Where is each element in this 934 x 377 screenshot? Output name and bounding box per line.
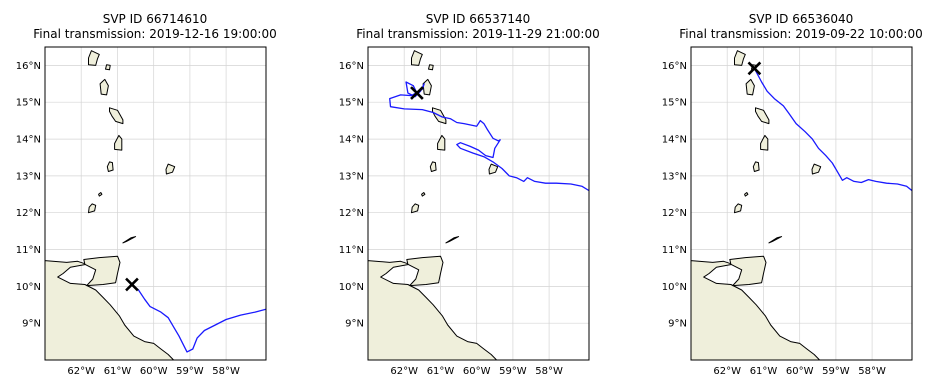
lat-tick-label: 9°N — [668, 319, 687, 330]
land-tobago — [768, 236, 783, 244]
land-marie-galante — [428, 64, 434, 71]
final-position-marker — [747, 61, 762, 76]
land-grenada — [734, 203, 743, 214]
lat-tick-label: 11°N — [16, 245, 41, 256]
lon-tick-label: 59°W — [176, 366, 204, 377]
lat-tick-label: 13°N — [339, 171, 364, 182]
panel-subtitle: Final transmission: 2019-09-22 10:00:00 — [679, 27, 922, 41]
land-dominica — [745, 78, 755, 96]
map-frame — [690, 46, 913, 361]
lat-tick-label: 16°N — [662, 61, 687, 72]
land-tobago — [445, 236, 460, 244]
lon-tick-label: 58°W — [535, 366, 563, 377]
drifter-track — [389, 81, 589, 192]
map-frame — [367, 46, 590, 361]
lat-tick-label: 14°N — [662, 135, 687, 146]
land-dominica — [99, 78, 109, 96]
lat-tick-label: 14°N — [16, 135, 41, 146]
map-panel-2: SVP ID 66537140 Final transmission: 2019… — [339, 12, 600, 377]
lat-tick-label: 13°N — [662, 171, 687, 182]
lon-tick-label: 62°W — [390, 366, 418, 377]
lat-tick-label: 12°N — [662, 208, 687, 219]
map-area — [691, 47, 912, 360]
lat-tick-label: 14°N — [339, 135, 364, 146]
land-saint-lucia — [437, 134, 446, 151]
land-saint-vincent — [106, 161, 114, 172]
land-saint-vincent — [752, 161, 760, 172]
lat-tick-label: 10°N — [16, 282, 41, 293]
lon-tick-label: 58°W — [858, 366, 886, 377]
panel-title: SVP ID 66536040 — [749, 12, 854, 26]
land-grenada — [88, 203, 97, 214]
lat-tick-label: 15°N — [339, 98, 364, 109]
land-grenada — [411, 203, 420, 214]
lat-tick-label: 15°N — [16, 98, 41, 109]
land-dominica — [422, 78, 432, 96]
lat-tick-label: 12°N — [339, 208, 364, 219]
panel-title: SVP ID 66714610 — [103, 12, 208, 26]
land-saint-vincent — [429, 161, 437, 172]
land-south-america — [368, 260, 498, 360]
lat-tick-label: 13°N — [16, 171, 41, 182]
land-carriacou — [421, 192, 426, 197]
land-martinique — [755, 107, 770, 125]
land-martinique — [109, 107, 124, 125]
panel-title: SVP ID 66537140 — [426, 12, 531, 26]
land-saint-lucia — [760, 134, 769, 151]
lon-tick-label: 62°W — [67, 366, 95, 377]
land-barbados — [488, 163, 499, 175]
land-trinidad — [406, 255, 444, 287]
lon-tick-label: 59°W — [499, 366, 527, 377]
land-barbados — [165, 163, 176, 175]
land-carriacou — [98, 192, 103, 197]
lat-tick-label: 16°N — [16, 61, 41, 72]
land-barbados — [811, 163, 822, 175]
land-guadeloupe — [411, 50, 423, 66]
lon-tick-label: 61°W — [750, 366, 778, 377]
land-guadeloupe — [734, 50, 746, 66]
land-trinidad — [729, 255, 767, 287]
lon-tick-label: 62°W — [713, 366, 741, 377]
lat-tick-label: 9°N — [22, 319, 41, 330]
map-panel-3: SVP ID 66536040 Final transmission: 2019… — [662, 12, 923, 377]
map-panel-1: SVP ID 66714610 Final transmission: 2019… — [16, 12, 277, 377]
drifter-track — [753, 68, 912, 192]
land-south-america — [691, 260, 821, 360]
final-position-marker — [125, 277, 139, 292]
lat-tick-label: 10°N — [339, 282, 364, 293]
land-south-america — [45, 260, 175, 360]
lon-tick-label: 58°W — [212, 366, 240, 377]
final-position-marker — [410, 86, 424, 100]
lat-tick-label: 15°N — [662, 98, 687, 109]
lon-tick-label: 61°W — [104, 366, 132, 377]
lat-tick-label: 11°N — [662, 245, 687, 256]
land-trinidad — [83, 255, 121, 287]
lon-tick-label: 60°W — [786, 366, 814, 377]
panel-subtitle: Final transmission: 2019-12-16 19:00:00 — [33, 27, 276, 41]
land-carriacou — [744, 192, 749, 197]
lat-tick-label: 11°N — [339, 245, 364, 256]
lat-tick-label: 16°N — [339, 61, 364, 72]
map-frame — [44, 46, 267, 361]
lat-tick-label: 9°N — [345, 319, 364, 330]
lat-tick-label: 10°N — [662, 282, 687, 293]
panel-subtitle: Final transmission: 2019-11-29 21:00:00 — [356, 27, 599, 41]
map-area — [368, 47, 589, 360]
lon-tick-label: 59°W — [822, 366, 850, 377]
land-saint-lucia — [114, 134, 123, 151]
lon-tick-label: 60°W — [140, 366, 168, 377]
drifter-track — [131, 284, 266, 353]
land-guadeloupe — [88, 50, 100, 66]
lon-tick-label: 61°W — [427, 366, 455, 377]
lat-tick-label: 12°N — [16, 208, 41, 219]
map-area — [45, 47, 266, 360]
land-marie-galante — [105, 64, 111, 71]
land-tobago — [122, 236, 137, 244]
lon-tick-label: 60°W — [463, 366, 491, 377]
